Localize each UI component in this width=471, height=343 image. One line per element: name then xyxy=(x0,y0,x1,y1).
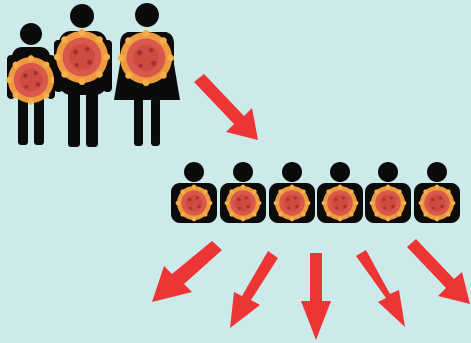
arrow-down-left-icon xyxy=(152,241,222,302)
person-bust-icon xyxy=(317,162,363,223)
arrow-down-left-icon xyxy=(230,251,278,328)
virus-icon xyxy=(6,55,56,105)
arrow-down-icon xyxy=(301,253,331,340)
middle-row-group xyxy=(171,162,460,223)
virus-icon xyxy=(118,30,174,86)
top-family-group xyxy=(6,3,180,147)
person-bust-icon xyxy=(269,162,315,223)
person-bust-icon xyxy=(220,162,266,223)
person-bust-icon xyxy=(171,162,217,223)
outgoing-arrows-group xyxy=(152,239,470,340)
virus-icon xyxy=(54,29,110,85)
person-bust-icon xyxy=(414,162,460,223)
person-bust-icon xyxy=(365,162,411,223)
arrow-down-right-icon xyxy=(356,250,405,327)
arrow-down-right-icon xyxy=(407,239,470,304)
arrow-to-middle-icon xyxy=(194,74,258,140)
